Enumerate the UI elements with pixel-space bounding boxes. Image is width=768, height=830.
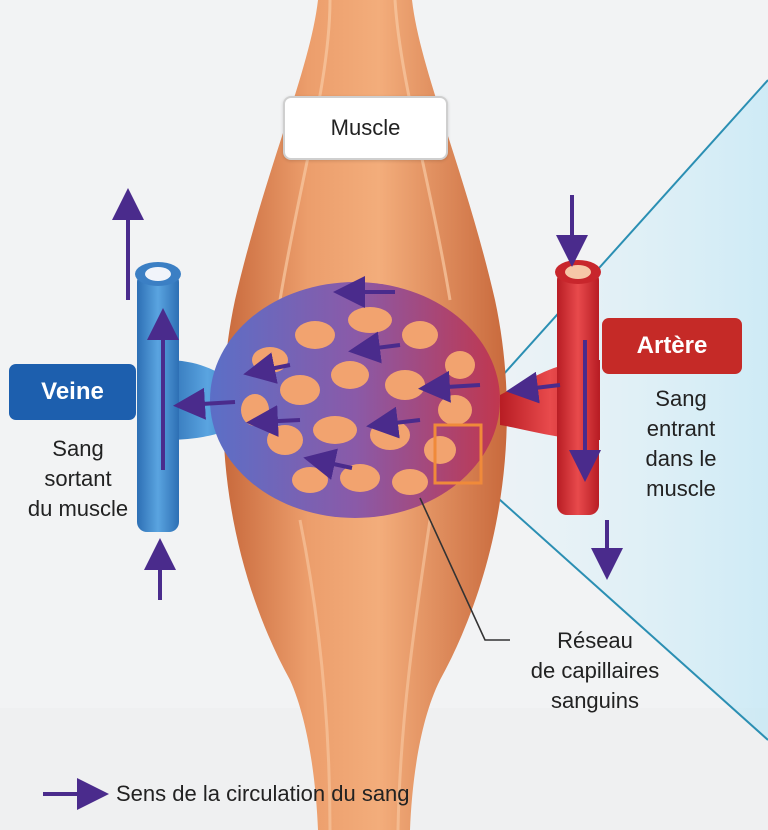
blood-exiting-caption: Sang sortant du muscle bbox=[18, 434, 138, 524]
capillary-network-caption: Réseau de capillaires sanguins bbox=[512, 626, 678, 716]
caption-line: dans le bbox=[645, 446, 717, 471]
flow-arrow bbox=[246, 405, 301, 438]
vein-label: Veine bbox=[9, 364, 136, 420]
flow-arrow bbox=[243, 352, 291, 384]
caption-line: sortant bbox=[44, 466, 112, 491]
caption-line: Sang bbox=[655, 386, 707, 411]
caption-line: entrant bbox=[646, 416, 716, 441]
flow-arrow bbox=[303, 448, 353, 480]
muscle-label: Muscle bbox=[330, 115, 401, 140]
artery-label-text: Artère bbox=[636, 332, 708, 359]
caption-line: Réseau bbox=[557, 628, 633, 653]
artery-label: Artère bbox=[602, 318, 742, 374]
flow-arrows bbox=[112, 188, 623, 600]
blood-entering-caption: Sang entrant dans le muscle bbox=[622, 384, 740, 504]
legend-text: Sens de la circulation du sang bbox=[116, 781, 410, 806]
muscle-label-box: Muscle bbox=[283, 96, 448, 160]
zoom-line-bottom bbox=[479, 481, 768, 741]
flow-arrow bbox=[366, 406, 421, 439]
flow-arrow bbox=[418, 370, 481, 403]
flow-arrow bbox=[348, 331, 401, 364]
flow-arrow bbox=[173, 387, 236, 420]
caption-line: muscle bbox=[646, 476, 716, 501]
caption-line: de capillaires bbox=[530, 658, 660, 683]
zoom-box bbox=[433, 423, 483, 485]
capillary-leader-line bbox=[419, 497, 510, 641]
flow-arrow bbox=[506, 371, 561, 404]
caption-line: sanguins bbox=[550, 688, 640, 713]
vein-label-text: Veine bbox=[41, 378, 104, 405]
caption-line: Sang bbox=[52, 436, 104, 461]
zoom-line-top bbox=[457, 79, 768, 426]
zoom-cone bbox=[458, 80, 768, 740]
caption-line: du muscle bbox=[27, 496, 129, 521]
